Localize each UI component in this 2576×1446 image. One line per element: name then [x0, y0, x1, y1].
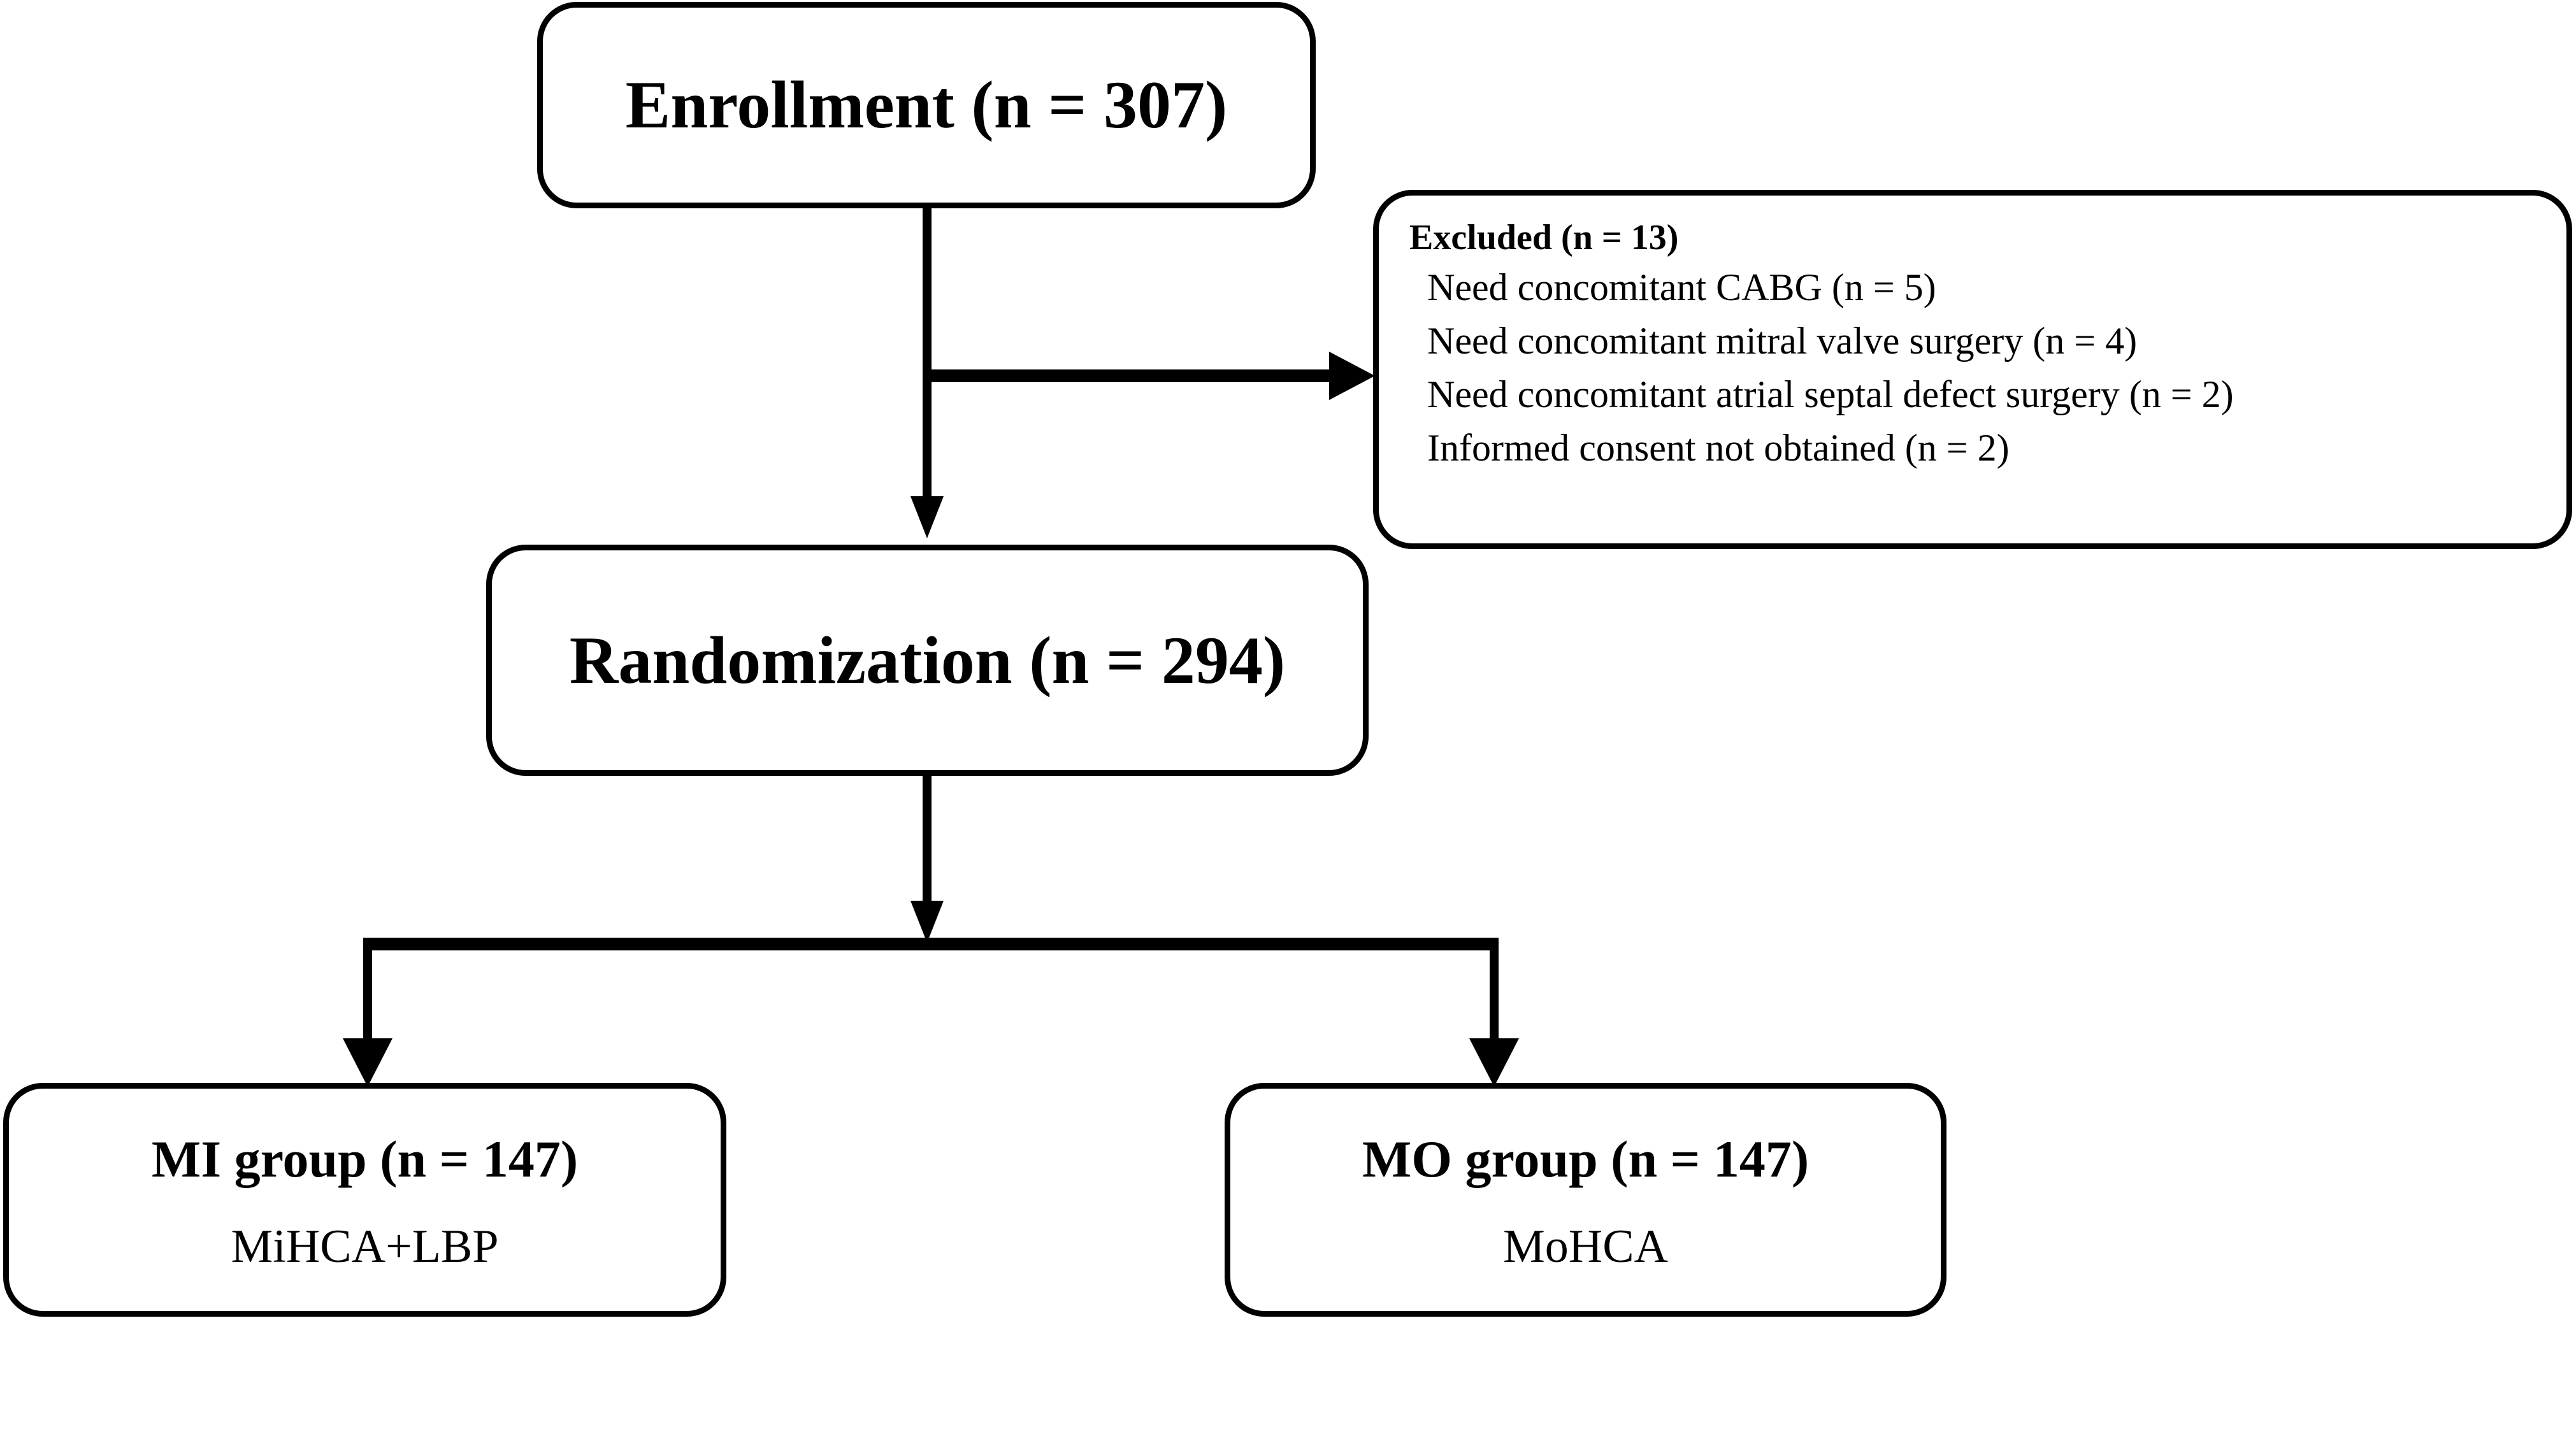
- connector-split-bar: [363, 938, 1499, 950]
- randomization-title: Randomization (n = 294): [569, 622, 1286, 698]
- arrowhead-to-mo-group: [1469, 1038, 1519, 1087]
- arrowhead-enrollment-to-randomization: [910, 496, 944, 538]
- node-excluded: Excluded (n = 13) Need concomitant CABG …: [1373, 190, 2572, 549]
- excluded-reason-4: Informed consent not obtained (n = 2): [1427, 427, 2010, 469]
- mo-group-subtitle: MoHCA: [1502, 1220, 1669, 1273]
- node-randomization: Randomization (n = 294): [486, 545, 1369, 776]
- mi-group-title: MI group (n = 147): [151, 1129, 579, 1188]
- node-enrollment: Enrollment (n = 307): [537, 2, 1316, 208]
- connector-left-leg: [363, 938, 372, 1038]
- connector-right-leg: [1490, 938, 1499, 1038]
- connector-enrollment-trunk: [923, 208, 932, 496]
- mi-group-subtitle: MiHCA+LBP: [231, 1220, 499, 1273]
- arrowhead-to-excluded: [1329, 352, 1375, 400]
- node-mo-group: MO group (n = 147) MoHCA: [1225, 1083, 1946, 1317]
- arrowhead-randomization-to-split: [910, 901, 944, 943]
- excluded-reason-1: Need concomitant CABG (n = 5): [1427, 266, 1936, 308]
- enrollment-title: Enrollment (n = 307): [625, 68, 1228, 143]
- node-mi-group: MI group (n = 147) MiHCA+LBP: [3, 1083, 726, 1317]
- arrowhead-to-mi-group: [343, 1038, 392, 1087]
- mo-group-title: MO group (n = 147): [1362, 1129, 1810, 1188]
- connector-excluded-branch: [923, 369, 1330, 382]
- excluded-heading: Excluded (n = 13): [1409, 218, 1679, 257]
- connector-randomization-trunk: [923, 776, 932, 901]
- excluded-reason-3: Need concomitant atrial septal defect su…: [1427, 373, 2234, 415]
- excluded-reason-2: Need concomitant mitral valve surgery (n…: [1427, 320, 2138, 362]
